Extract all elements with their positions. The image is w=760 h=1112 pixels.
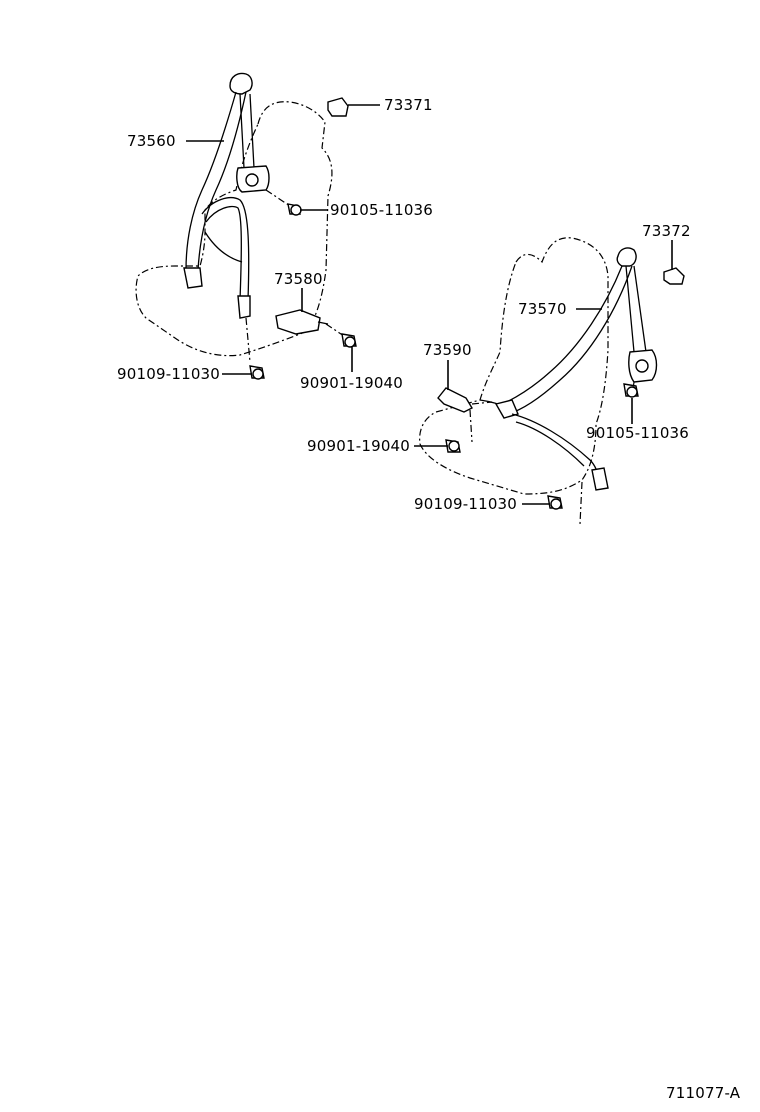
label-90105-right: 90105-11036 [586, 424, 689, 442]
left-bolt-dash-upper [265, 189, 291, 207]
leader-lines [186, 104, 673, 505]
part-labels: 73371 73560 90105-11036 73580 90109-1103… [117, 96, 691, 513]
right-buckle-dash [469, 409, 473, 443]
left-lap-belt [201, 197, 250, 301]
left-lower-anchor-dash [245, 317, 251, 363]
right-shoulder-belt-edge [507, 265, 633, 415]
label-73580: 73580 [274, 270, 323, 288]
right-retractor-strap [625, 265, 647, 353]
label-73570: 73570 [518, 300, 567, 318]
left-lap-belt-edge [205, 205, 242, 301]
left-shoulder-belt [185, 91, 237, 271]
left-belt-lower-end [183, 267, 203, 289]
label-90901-left: 90901-19040 [300, 374, 403, 392]
label-73371: 73371 [384, 96, 433, 114]
label-90109-right: 90109-11030 [414, 495, 517, 513]
right-bolt-90901 [445, 439, 461, 453]
left-seat-crease [204, 231, 243, 263]
right-buckle-dash-link [471, 401, 493, 405]
label-90901-right: 90901-19040 [307, 437, 410, 455]
label-73560: 73560 [127, 132, 176, 150]
left-upper-anchor [229, 72, 253, 95]
left-bolt-90901 [341, 333, 357, 348]
left-retractor-hub [245, 173, 259, 187]
label-73372: 73372 [642, 222, 691, 240]
left-buckle [275, 309, 321, 335]
right-cover-cap [663, 267, 685, 285]
right-shoulder-belt [497, 265, 623, 407]
reference-code: 711077-A [666, 1084, 741, 1102]
right-seat-outline [419, 237, 609, 495]
label-73590: 73590 [423, 341, 472, 359]
left-bolt-dash-buckle [325, 323, 345, 337]
right-upper-anchor [616, 247, 637, 267]
left-lower-anchor [237, 295, 251, 319]
left-shoulder-belt-edge [197, 91, 247, 271]
right-lower-anchor [591, 467, 609, 491]
right-lap-belt-edge [515, 421, 585, 467]
left-bolt-90105 [287, 203, 302, 216]
left-retractor-strap [239, 93, 255, 169]
right-seat-assembly [419, 237, 685, 525]
label-90105-left: 90105-11036 [330, 201, 433, 219]
right-bolt-90109 [547, 495, 563, 510]
right-lower-anchor-dash [579, 481, 583, 525]
right-bolt-90105 [623, 383, 639, 398]
right-buckle [437, 387, 473, 413]
right-retractor-hub [635, 359, 649, 373]
left-bolt-90109 [249, 365, 265, 380]
left-cover-cap [327, 97, 349, 117]
label-90109-left: 90109-11030 [117, 365, 220, 383]
left-seat-assembly [135, 72, 357, 380]
